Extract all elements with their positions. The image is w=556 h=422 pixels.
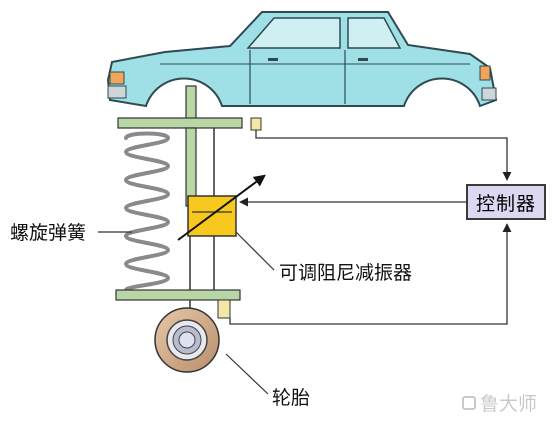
body-sensor xyxy=(250,117,262,131)
lower-plate xyxy=(115,289,241,301)
wheel-sensor xyxy=(217,299,231,319)
leader-damper xyxy=(235,231,275,271)
spring-label: 螺旋弹簧 xyxy=(10,222,87,244)
adjust-arrow xyxy=(177,174,266,241)
watermark-text: 鲁大师 xyxy=(480,393,538,415)
damper-label: 可调阻尼减振器 xyxy=(279,262,413,284)
leader-tire xyxy=(225,353,269,395)
tire-icon xyxy=(154,307,220,373)
controller-box: 控制器 xyxy=(466,184,546,220)
controller-label: 控制器 xyxy=(475,192,536,215)
signal-body-to-controller xyxy=(255,130,512,181)
spring-icon xyxy=(123,131,171,292)
watermark-logo-icon xyxy=(462,395,476,410)
car-body-icon xyxy=(106,11,498,108)
tire-label: 轮胎 xyxy=(272,387,311,409)
signal-wheel-to-controller xyxy=(229,223,512,325)
watermark: 鲁大师 xyxy=(462,389,537,416)
